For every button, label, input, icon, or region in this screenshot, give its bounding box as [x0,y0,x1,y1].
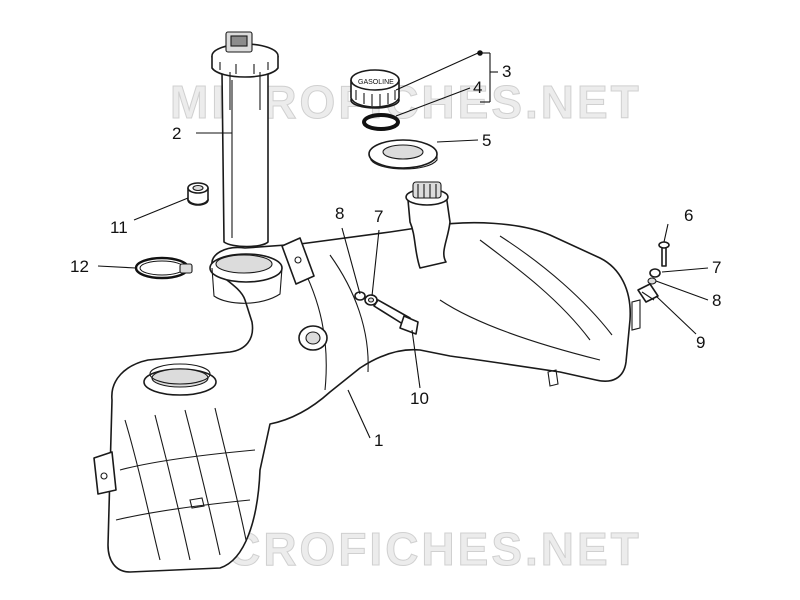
bolt-washer-set-center [354,291,419,335]
leader-lines [97,50,709,439]
cap-label-gasoline: GASOLINE [358,79,394,86]
hose-clamp [134,256,193,280]
callout-numbers: 1 2 3 4 5 6 7 7 8 8 9 10 11 12 [70,62,721,450]
callout-1: 1 [374,431,383,450]
o-ring-seal [362,113,400,131]
callout-12: 12 [70,257,89,276]
callout-4: 4 [473,78,482,97]
fuel-cap: GASOLINE [350,69,400,109]
callout-2: 2 [172,124,181,143]
callout-10: 10 [410,389,429,408]
callout-7-right: 7 [712,258,721,277]
rubber-bush [187,182,209,206]
callout-8-center: 8 [335,204,344,223]
callout-11: 11 [110,218,128,237]
fuel-level-sender [211,31,279,248]
callout-8-right: 8 [712,291,721,310]
callout-6: 6 [684,206,693,225]
callout-3: 3 [502,62,511,81]
callout-5: 5 [482,131,491,150]
bolt-washer-set-right [637,241,670,303]
callout-7-center: 7 [374,207,383,226]
fuel-tank [93,181,641,573]
filler-grommet [368,139,438,170]
callout-9: 9 [696,333,705,352]
